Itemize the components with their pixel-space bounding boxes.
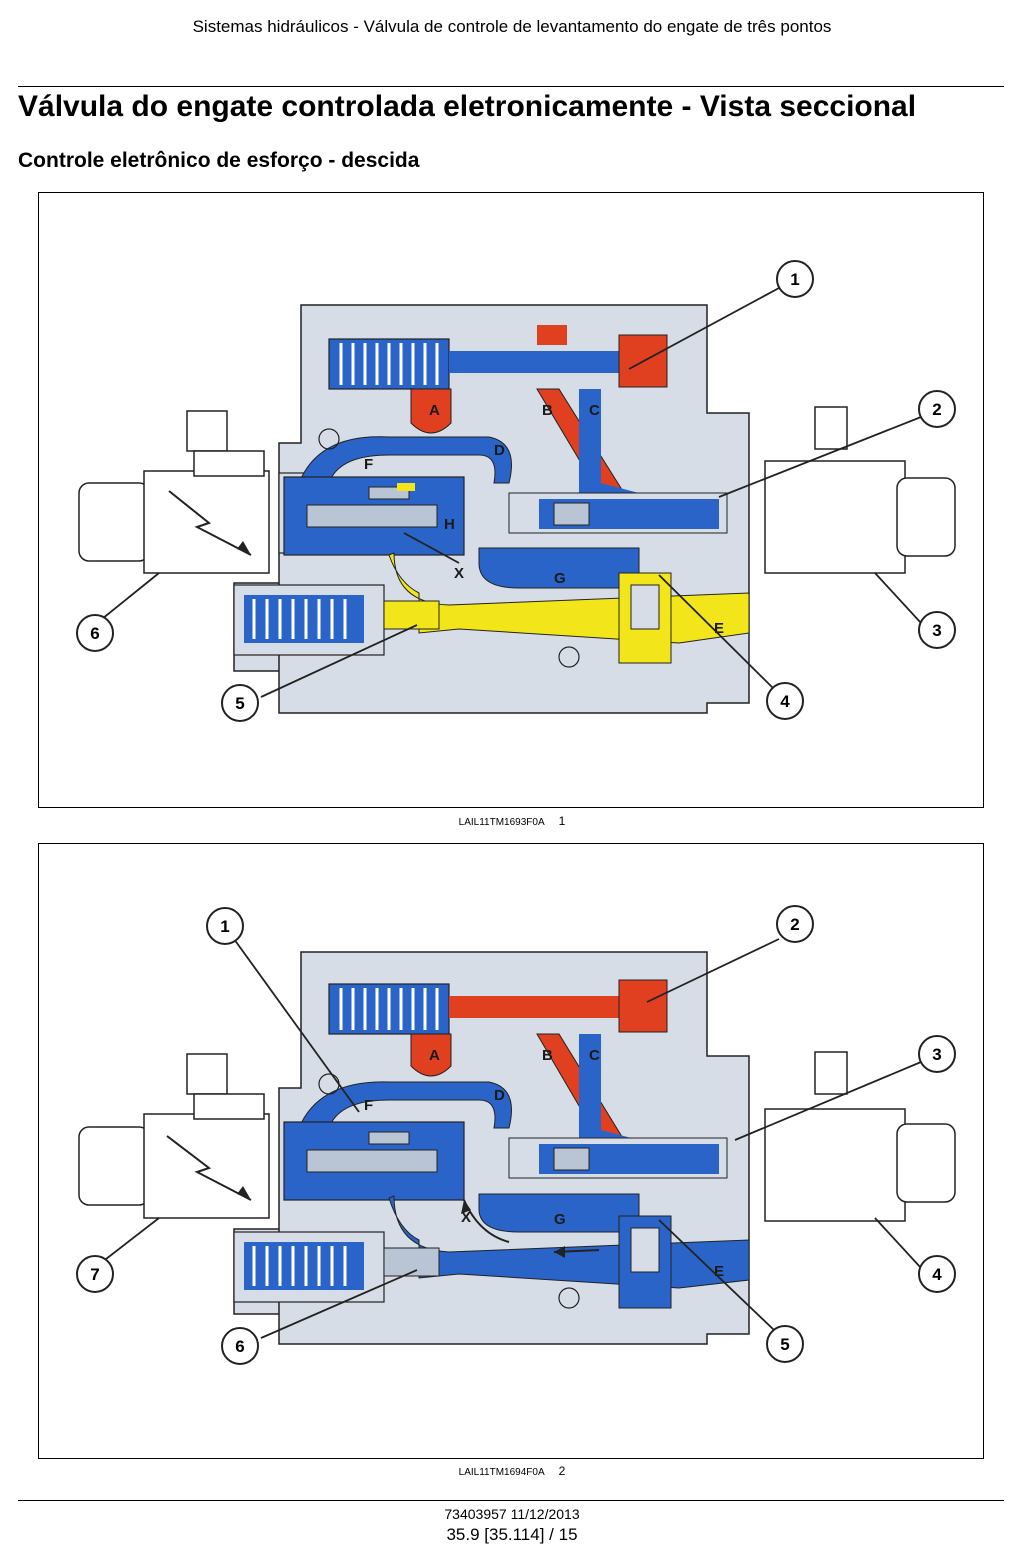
- callout-6: 6: [221, 1327, 259, 1365]
- callout-4: 4: [918, 1255, 956, 1293]
- svg-text:2: 2: [932, 400, 941, 419]
- svg-text:G: G: [554, 1211, 566, 1228]
- figure-1-number: 1: [558, 814, 566, 828]
- solenoid-left: [78, 1053, 270, 1219]
- figure-2: A B C D E F G X 1 2 3 4 5 6 7: [38, 843, 984, 1459]
- svg-text:E: E: [714, 620, 724, 637]
- valve-section-diagram-1: A B C D E F G H X 1 2 3 4 5 6: [76, 260, 956, 722]
- callout-4: 4: [766, 682, 804, 720]
- svg-text:1: 1: [220, 917, 229, 936]
- svg-text:3: 3: [932, 1045, 941, 1064]
- svg-text:D: D: [494, 442, 505, 459]
- svg-text:B: B: [542, 1047, 553, 1064]
- figure-2-caption: LAIL11TM1694F0A 2: [0, 1464, 1024, 1478]
- svg-text:A: A: [429, 402, 440, 419]
- footer-doc-id: 73403957 11/12/2013: [444, 1506, 580, 1522]
- svg-text:X: X: [454, 565, 464, 582]
- callout-5: 5: [766, 1325, 804, 1363]
- svg-text:F: F: [364, 1097, 373, 1114]
- footer-rule: [18, 1500, 1004, 1501]
- svg-text:B: B: [542, 402, 553, 419]
- callout-2: 2: [918, 390, 956, 428]
- svg-text:E: E: [714, 1263, 724, 1280]
- svg-text:C: C: [589, 1047, 600, 1064]
- callout-6: 6: [76, 614, 114, 652]
- footer-page-ref: 35.9 [35.114] / 15: [446, 1525, 578, 1544]
- svg-text:X: X: [461, 1209, 471, 1226]
- svg-text:F: F: [364, 456, 373, 473]
- svg-text:6: 6: [90, 624, 99, 643]
- svg-text:6: 6: [235, 1337, 244, 1356]
- svg-text:A: A: [429, 1047, 440, 1064]
- figure-1-image-code: LAIL11TM1693F0A: [458, 817, 545, 828]
- running-header: Sistemas hidráulicos - Válvula de contro…: [192, 17, 832, 36]
- solenoid-left: [78, 410, 270, 574]
- svg-text:7: 7: [90, 1265, 99, 1284]
- section-title: Controle eletrônico de esforço - descida: [18, 149, 420, 172]
- figure-2-number: 2: [558, 1464, 566, 1478]
- svg-text:3: 3: [932, 621, 941, 640]
- svg-text:1: 1: [790, 270, 799, 289]
- callout-7: 7: [76, 1255, 114, 1293]
- callout-3: 3: [918, 611, 956, 649]
- solenoid-right: [764, 1051, 956, 1222]
- svg-text:4: 4: [780, 692, 790, 711]
- svg-text:H: H: [444, 516, 455, 533]
- header-rule: [18, 86, 1004, 87]
- callout-3: 3: [918, 1035, 956, 1073]
- page-title: Válvula do engate controlada eletronicam…: [18, 90, 917, 123]
- figure-1-caption: LAIL11TM1693F0A 1: [0, 814, 1024, 828]
- figure-2-image-code: LAIL11TM1694F0A: [458, 1467, 545, 1478]
- callout-1: 1: [776, 260, 814, 298]
- svg-text:5: 5: [235, 694, 244, 713]
- callout-1: 1: [206, 907, 244, 945]
- svg-text:G: G: [554, 570, 566, 587]
- callout-2: 2: [776, 905, 814, 943]
- figure-1: A B C D E F G H X 1 2 3 4 5 6: [38, 192, 984, 808]
- svg-text:5: 5: [780, 1335, 789, 1354]
- svg-text:C: C: [589, 402, 600, 419]
- valve-section-diagram-2: A B C D E F G X 1 2 3 4 5 6 7: [76, 905, 956, 1365]
- callout-5: 5: [221, 684, 259, 722]
- svg-text:D: D: [494, 1087, 505, 1104]
- svg-text:4: 4: [932, 1265, 942, 1284]
- solenoid-right: [764, 406, 956, 574]
- svg-text:2: 2: [790, 915, 799, 934]
